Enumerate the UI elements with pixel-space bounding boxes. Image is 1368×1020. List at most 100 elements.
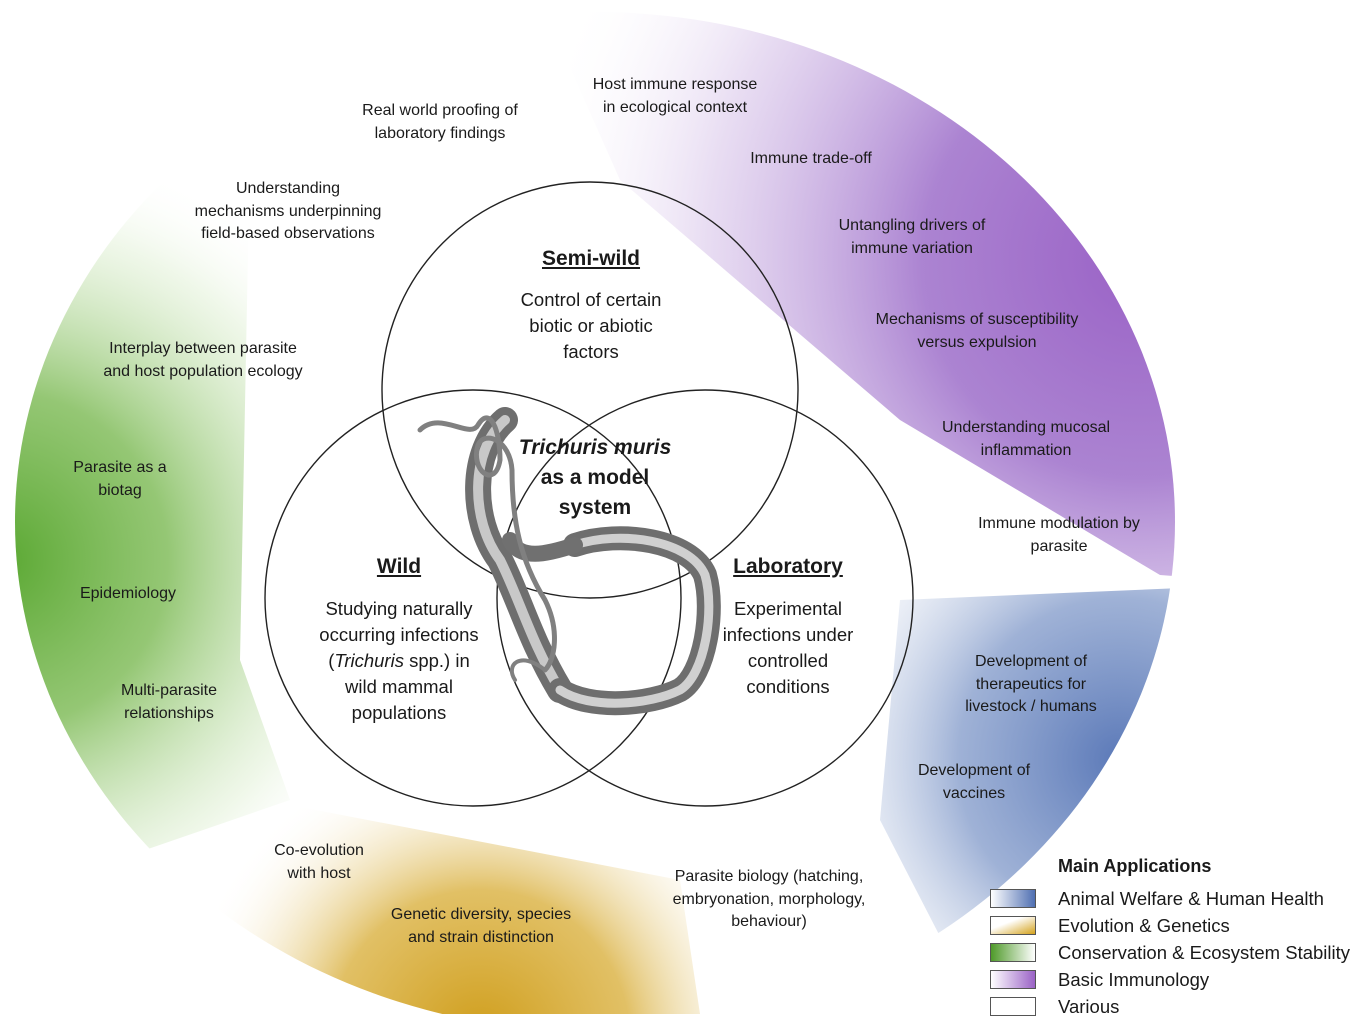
label-line: in ecological context [602,98,748,116]
legend-item: Various [990,993,1350,1020]
semi-wild-desc-line: factors [563,341,619,362]
laboratory-description: Experimental infections under controlled… [723,596,854,700]
label-line: Genetic diversity, species [390,906,572,923]
label-line: relationships [124,704,214,722]
label-real-world-proofing: Real world proofing of laboratory findin… [362,100,518,145]
label-line: Parasite as a [73,459,167,476]
label-host-immune-response: Host immune response in ecological conte… [593,74,758,119]
label-line: behaviour) [731,913,807,930]
label-parasite-biotag: Parasite as a biotag [73,457,166,502]
label-line: Immune trade-off [750,150,872,167]
wild-desc-line: occurring infections [319,624,479,645]
legend-label: Animal Welfare & Human Health [1058,887,1324,909]
semi-wild-circle [381,181,799,599]
label-therapeutics: Development of therapeutics for livestoc… [965,651,1097,719]
label-line: Untangling drivers of [838,217,986,234]
label-line: Interplay between parasite [109,340,297,357]
legend-title: Main Applications [1058,856,1212,876]
label-line: versus expulsion [917,333,1037,351]
label-line: Understanding [235,180,341,197]
label-line: livestock / humans [965,698,1097,715]
label-parasite-biology: Parasite biology (hatching, embryonation… [673,866,866,934]
wild-heading: Wild [376,555,422,578]
label-immune-modulation: Immune modulation by parasite [978,513,1140,558]
semi-wild-heading: Semi-wild [541,247,641,270]
wild-description: Studying naturally occurring infections … [319,596,478,726]
label-mechanisms-susceptibility: Mechanisms of susceptibility versus expu… [876,309,1079,354]
label-line: mechanisms underpinning [194,202,382,220]
label-multi-parasite: Multi-parasite relationships [121,680,217,725]
legend: Main Applications Animal Welfare & Human… [990,856,1350,1020]
legend-swatch-conservation [990,943,1036,962]
label-line: Mechanisms of susceptibility [875,311,1079,328]
label-immune-trade-off: Immune trade-off [750,148,872,171]
label-line: vaccines [942,784,1006,802]
legend-item: Conservation & Ecosystem Stability [990,939,1350,966]
label-line: therapeutics for [975,675,1087,693]
wild-desc-line: (Trichuris spp.) in [319,648,478,674]
label-line: laboratory findings [374,124,506,142]
label-epidemiology: Epidemiology [80,583,176,606]
legend-label: Various [1058,995,1120,1017]
label-line: Understanding mucosal [941,419,1111,436]
wild-desc-rest: spp.) in [403,650,470,671]
laboratory-desc-line: infections under [722,624,854,645]
label-line: Real world proofing of [362,102,518,119]
legend-label: Basic Immunology [1058,968,1210,990]
center-title-line: as a model [540,466,650,489]
legend-swatch-evolution [990,916,1036,935]
laboratory-heading: Laboratory [733,555,843,578]
semi-wild-description: Control of certain biotic or abiotic fac… [521,287,662,365]
worm-illustration [417,407,721,716]
label-vaccines: Development of vaccines [918,760,1030,805]
semi-wild-desc-line: biotic or abiotic [529,315,653,336]
label-line: Development of [974,653,1088,670]
label-line: Parasite biology (hatching, [674,868,864,885]
legend-swatch-immunology [990,970,1036,989]
laboratory-circle [496,389,914,807]
label-line: field-based observations [201,225,375,242]
label-understanding-mechanisms: Understanding mechanisms underpinning fi… [195,178,382,246]
label-untangling-drivers: Untangling drivers of immune variation [839,215,986,260]
label-line: embryonation, morphology, [672,890,866,908]
legend-label: Evolution & Genetics [1058,914,1230,936]
legend-swatch-health [990,889,1036,908]
label-line: Co-evolution [274,842,364,859]
laboratory-desc-line: conditions [746,676,830,697]
label-line: biotag [98,481,142,499]
center-title: Trichuris muris as a model system [519,433,672,523]
wild-desc-paren: ( [328,650,335,671]
label-line: Multi-parasite [120,682,218,699]
label-co-evolution: Co-evolution with host [274,840,364,885]
legend-item: Animal Welfare & Human Health [990,885,1350,912]
center-title-species: Trichuris muris [518,436,672,459]
label-genetic-diversity: Genetic diversity, species and strain di… [391,904,571,949]
label-line: with host [287,864,351,882]
label-line: Host immune response [592,76,758,93]
label-interplay: Interplay between parasite and host popu… [103,338,302,383]
wild-desc-line: Studying naturally [325,598,473,619]
label-line: Immune modulation by [978,515,1140,532]
legend-swatch-various [990,997,1036,1016]
label-line: Epidemiology [79,585,177,602]
label-mucosal-inflammation: Understanding mucosal inflammation [942,417,1110,462]
wild-desc-genus: Trichuris [334,650,404,671]
wild-desc-line: populations [351,702,447,723]
label-line: Development of [917,762,1031,779]
label-line: immune variation [851,239,973,257]
center-title-line: system [558,496,632,519]
legend-label: Conservation & Ecosystem Stability [1058,941,1351,963]
semi-wild-desc-line: Control of certain [520,289,662,310]
label-line: parasite [1030,537,1088,555]
legend-item: Evolution & Genetics [990,912,1350,939]
legend-item: Basic Immunology [990,966,1350,993]
label-line: and host population ecology [103,362,303,380]
label-line: inflammation [980,441,1072,459]
wild-circle [264,389,682,807]
label-line: and strain distinction [408,928,554,946]
laboratory-desc-line: Experimental [734,598,842,619]
laboratory-desc-line: controlled [747,650,829,671]
wild-desc-line: wild mammal [345,676,453,697]
